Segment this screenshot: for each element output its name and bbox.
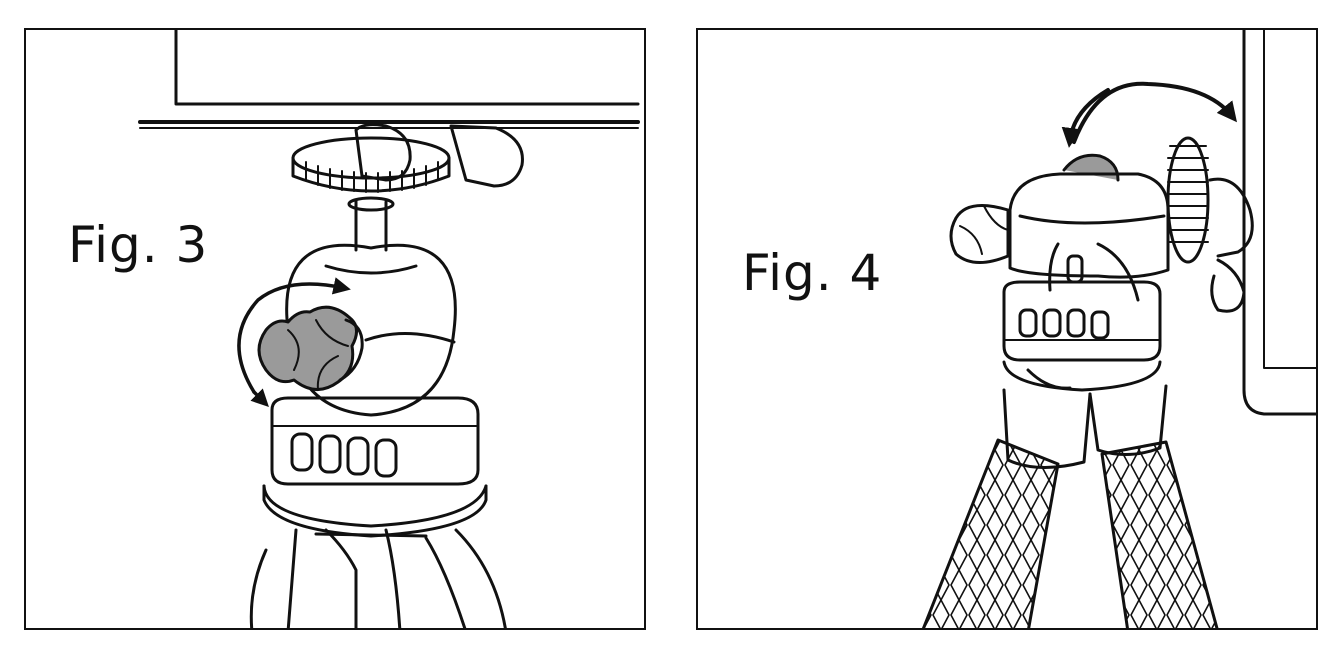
left-lock-knob — [949, 204, 1010, 264]
clamp-jaw — [354, 123, 412, 182]
device-bottom-edge — [138, 30, 640, 129]
figure-3-illustration — [138, 30, 640, 628]
figure-3-panel: Fig. 3 — [24, 28, 646, 630]
clamp-tab — [449, 124, 524, 188]
panning-collar — [1002, 280, 1162, 392]
braided-legs — [921, 438, 1219, 628]
figure-4-illustration — [921, 30, 1316, 628]
lock-knob — [257, 305, 364, 391]
rotation-arrow — [237, 277, 351, 394]
clamp-arm — [1208, 177, 1254, 258]
figure-4-panel: Fig. 4 — [696, 28, 1318, 630]
figure-3-label: Fig. 3 — [68, 216, 209, 274]
mount-knob — [291, 136, 451, 193]
base-disk — [262, 484, 488, 528]
neck — [354, 198, 388, 252]
tripod-legs — [249, 528, 507, 628]
figure-4-label: Fig. 4 — [742, 244, 883, 302]
device-side — [1242, 30, 1316, 416]
ball-top — [1062, 153, 1120, 182]
side-gear-knob — [1166, 136, 1210, 264]
tilt-arrow — [1072, 81, 1238, 144]
panning-collar — [270, 396, 480, 486]
